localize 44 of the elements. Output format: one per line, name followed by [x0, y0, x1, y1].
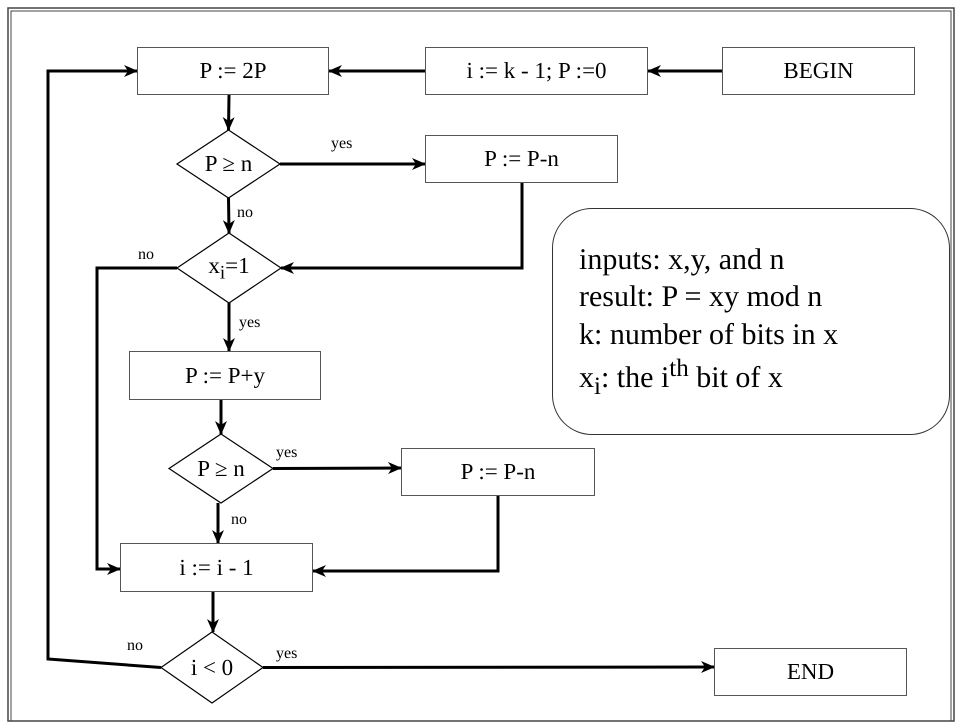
- arrow: [223, 303, 235, 352]
- process-box: [425, 47, 648, 95]
- node-label: BEGIN: [783, 58, 854, 84]
- arrow: [263, 661, 715, 674]
- arrow: [312, 496, 500, 577]
- arrow: [273, 462, 402, 474]
- process-box: [129, 351, 321, 400]
- arrow: [207, 592, 219, 633]
- process-box: [714, 648, 907, 696]
- decision-diamond: [177, 233, 281, 303]
- arrow: [280, 158, 426, 170]
- note-line: result: P = xy mod n: [579, 279, 822, 316]
- node-label: P ≥ n: [197, 456, 245, 482]
- node-label: i := k - 1; P :=0: [466, 58, 607, 84]
- decision-diamond: [161, 632, 263, 703]
- node-label: x$_{i}$=1: [208, 252, 250, 284]
- process-box: [401, 448, 595, 496]
- process-box: [425, 135, 618, 183]
- arrow: [215, 400, 227, 435]
- node-label: P := P+y: [184, 362, 266, 388]
- arrow: [280, 183, 524, 274]
- arrow: [96, 266, 177, 575]
- note-line: inputs: x,y, and n: [579, 242, 785, 278]
- note-line: k: number of bits in x: [579, 316, 838, 353]
- note-line: x$_{i}$: the i$^{th}$ bit of x: [579, 354, 783, 402]
- process-box: [120, 543, 313, 592]
- node-label: P ≥ n: [204, 151, 252, 177]
- process-box: [137, 47, 329, 95]
- node-label: END: [786, 659, 834, 685]
- note-box: [552, 208, 950, 435]
- arrow: [222, 94, 235, 131]
- decision-diamond: [177, 130, 280, 198]
- decision-diamond: [169, 434, 273, 503]
- arrow: [46, 65, 162, 669]
- node-label: P := 2P: [199, 58, 267, 84]
- process-box: [722, 47, 915, 95]
- arrow: [212, 503, 224, 544]
- arrow: [222, 198, 235, 234]
- arrow: [647, 65, 722, 77]
- node-label: i := i - 1: [179, 554, 254, 580]
- arrow: [328, 65, 425, 77]
- node-label: i < 0: [190, 654, 234, 680]
- node-label: P := P-n: [460, 459, 536, 485]
- node-label: P := P-n: [484, 146, 559, 172]
